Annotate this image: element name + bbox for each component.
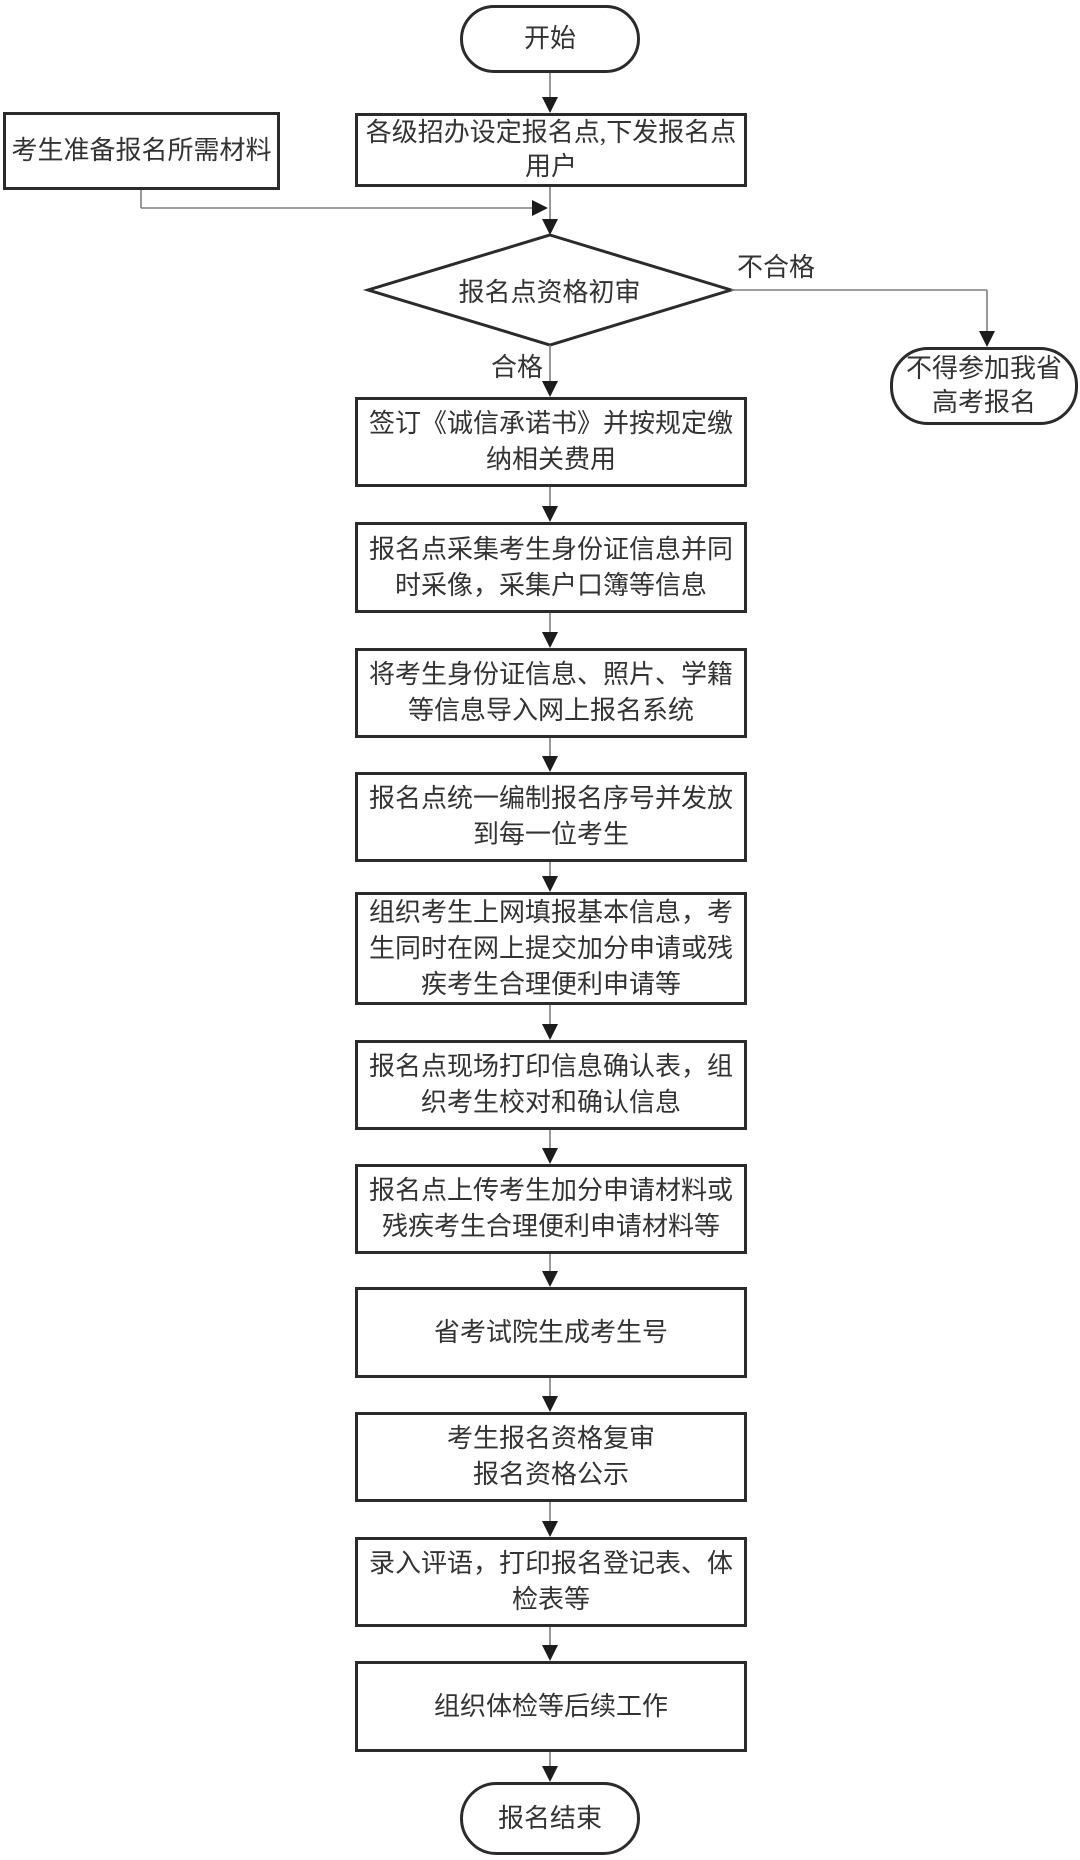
step-text: 报名点采集考生身份证信息并同 — [368, 534, 733, 564]
connector-step3-step4 — [542, 738, 558, 772]
node-step-print-confirm: 报名点现场打印信息确认表，组 织考生校对和确认信息 — [355, 1040, 747, 1130]
connector-step2-step3 — [542, 613, 558, 648]
step-text: 到每一位考生 — [472, 820, 629, 849]
label-branch-fail: 不合格 — [737, 253, 816, 282]
step-text: 省考试院生成考生号 — [433, 1317, 668, 1347]
node-step-sign-commitment: 签订《诚信承诺书》并按规定缴 纳相关费用 — [355, 397, 747, 487]
step-text: 织考生校对和确认信息 — [420, 1088, 681, 1117]
reject-line: 不得参加我省 — [905, 354, 1062, 383]
node-step-input-comments-print-forms: 录入评语，打印报名登记表、体 检表等 — [355, 1537, 747, 1627]
connector-start-to-setup — [542, 73, 558, 113]
step-text: 检表等 — [511, 1585, 590, 1614]
step-text: 录入评语，打印报名登记表、体 — [368, 1549, 733, 1578]
step-text: 报名点统一编制报名序号并发放 — [368, 784, 733, 813]
step-text: 组织考生上网填报基本信息，考 — [368, 897, 733, 927]
step-text: 等信息导入网上报名系统 — [407, 696, 694, 725]
node-reject-terminator: 不得参加我省 高考报名 — [890, 347, 1078, 425]
step-text: 疾考生合理便利申请等 — [420, 969, 681, 999]
reject-line: 高考报名 — [931, 388, 1036, 417]
step-text: 报名点现场打印信息确认表，组 — [368, 1052, 733, 1081]
node-step-assign-serial: 报名点统一编制报名序号并发放 到每一位考生 — [355, 772, 747, 862]
connector-step4-step5 — [542, 862, 558, 892]
connector-step9-step10 — [542, 1502, 558, 1537]
connector-pass-branch — [542, 345, 558, 397]
step-text: 纳相关费用 — [485, 445, 616, 474]
node-prepare-materials: 考生准备报名所需材料 — [3, 112, 280, 190]
setup-line: 用户 — [524, 152, 577, 181]
connector-step7-step8 — [542, 1254, 558, 1287]
connector-step5-step6 — [542, 1005, 558, 1040]
connector-step1-step2 — [542, 487, 558, 522]
node-decision-qualification-review: 报名点资格初审 — [368, 235, 731, 345]
connector-step10-step11 — [542, 1627, 558, 1661]
step-text: 报名点上传考生加分申请材料或 — [368, 1176, 733, 1205]
step-text: 生同时在网上提交加分申请或残 — [368, 933, 733, 963]
prepare-label: 考生准备报名所需材料 — [11, 136, 272, 165]
connector-setup-to-decision — [542, 187, 558, 235]
node-step-requalify-publicize: 考生报名资格复审 报名资格公示 — [355, 1412, 747, 1502]
node-end-terminator: 报名结束 — [460, 1782, 640, 1855]
step-text: 时采像，采集户口簿等信息 — [394, 570, 707, 600]
start-label: 开始 — [523, 24, 576, 53]
node-step-online-fill: 组织考生上网填报基本信息，考 生同时在网上提交加分申请或残 疾考生合理便利申请等 — [355, 892, 747, 1005]
node-step-collect-id-info: 报名点采集考生身份证信息并同 时采像，采集户口簿等信息 — [355, 522, 747, 613]
end-label: 报名结束 — [497, 1803, 602, 1833]
step-text: 将考生身份证信息、照片、学籍 — [368, 660, 733, 689]
setup-line: 各级招办设定报名点,下发报名点 — [365, 118, 737, 147]
connector-step8-step9 — [542, 1378, 558, 1412]
step-text: 报名资格公示 — [472, 1460, 629, 1489]
node-step-import-info: 将考生身份证信息、照片、学籍 等信息导入网上报名系统 — [355, 648, 747, 738]
step-text: 组织体检等后续工作 — [433, 1691, 668, 1721]
connector-step11-end — [542, 1752, 558, 1782]
step-text: 考生报名资格复审 — [446, 1424, 655, 1453]
node-step-organize-physical-exam: 组织体检等后续工作 — [355, 1661, 747, 1752]
step-text: 残疾考生合理便利申请材料等 — [381, 1212, 720, 1241]
connector-step6-step7 — [542, 1130, 558, 1164]
node-setup-regpoints: 各级招办设定报名点,下发报名点 用户 — [355, 113, 747, 187]
connector-fail-branch — [731, 289, 995, 347]
step-text: 签订《诚信承诺书》并按规定缴 — [368, 409, 733, 438]
node-step-generate-candidate-number: 省考试院生成考生号 — [355, 1287, 747, 1378]
label-branch-pass: 合格 — [490, 353, 543, 382]
decision-label: 报名点资格初审 — [458, 277, 641, 307]
node-start-terminator: 开始 — [460, 5, 640, 73]
node-step-upload-materials: 报名点上传考生加分申请材料或 残疾考生合理便利申请材料等 — [355, 1164, 747, 1254]
connector-prepare-to-mainline — [140, 190, 548, 216]
